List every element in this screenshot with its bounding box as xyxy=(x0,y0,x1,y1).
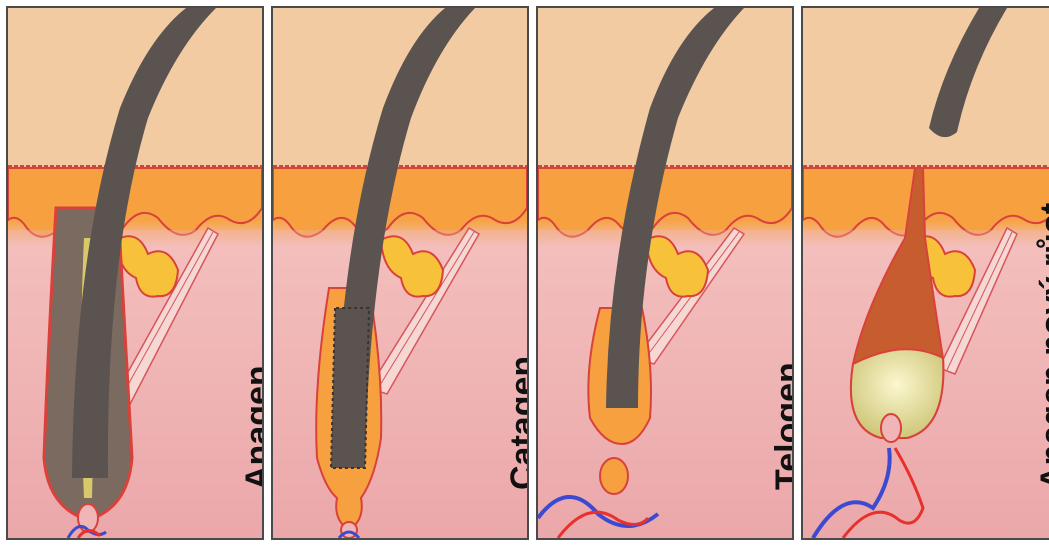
stage-panel-catagen: Catagen xyxy=(271,6,529,540)
stage-panel-telogen: Telogen xyxy=(536,6,794,540)
stage-label: Anagen nový růst xyxy=(1033,203,1049,490)
stage-panel-anagen-new-growth: Anagen nový růst xyxy=(801,6,1049,540)
stage-label: Telogen xyxy=(768,362,794,490)
stage-label: Catagen xyxy=(503,356,529,490)
stage-panel-anagen: Anagen xyxy=(6,6,264,540)
stage-label: Anagen xyxy=(238,365,264,490)
